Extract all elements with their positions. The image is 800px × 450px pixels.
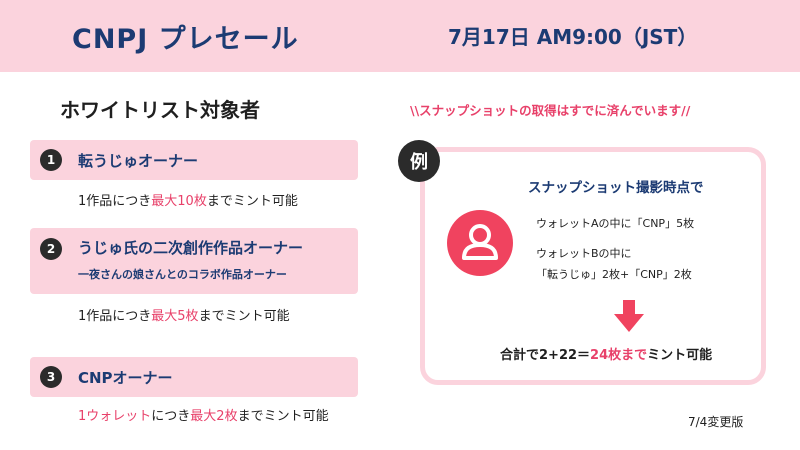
whitelist-item-1: 1 転うじゅオーナー <box>30 140 358 180</box>
desc-highlight: 最大5枚 <box>151 309 199 324</box>
item-title: うじゅ氏の二次創作作品オーナー <box>78 239 304 257</box>
snapshot-note: \\スナップショットの取得はすでに済んでいます// <box>410 103 691 118</box>
desc-highlight: 最大10枚 <box>151 194 207 209</box>
example-total: 合計で2+22＝24枚までミント可能 <box>500 344 712 363</box>
number-badge: 1 <box>40 149 62 171</box>
example-title: スナップショット撮影時点で <box>528 180 704 196</box>
desc-highlight: 1ウォレット <box>78 409 152 424</box>
arrow-down-graphic <box>614 300 644 332</box>
desc-highlight: 最大2枚 <box>190 409 238 424</box>
desc-text: までミント可能 <box>237 409 329 424</box>
total-text: ミント可能 <box>647 348 713 363</box>
page-title: CNPJ プレセール <box>72 24 299 55</box>
version-label: 7/4変更版 <box>688 415 744 429</box>
user-avatar-icon <box>447 210 513 276</box>
whitelist-item-2: 2 うじゅ氏の二次創作作品オーナー 一夜さんの娘さんとのコラボ作品オーナー <box>30 228 358 294</box>
whitelist-item-3: 3 CNPオーナー <box>30 357 358 397</box>
user-avatar-graphic <box>462 224 498 260</box>
desc-text: につき <box>151 409 191 424</box>
item-3-description: 1ウォレットにつき最大2枚までミント可能 <box>78 405 329 424</box>
item-title: CNPオーナー <box>78 369 173 387</box>
item-2-description: 1作品につき最大5枚までミント可能 <box>78 305 290 324</box>
desc-text: までミント可能 <box>206 194 298 209</box>
arrow-down-icon <box>614 300 644 336</box>
header-banner: CNPJ プレセール 7月17日 AM9:00（JST） <box>0 0 800 72</box>
example-line-2: ウォレットBの中に <box>536 247 632 260</box>
item-title: 転うじゅオーナー <box>78 152 199 170</box>
desc-text: までミント可能 <box>198 309 290 324</box>
total-text: 合計で2+22＝ <box>500 348 591 363</box>
presale-datetime: 7月17日 AM9:00（JST） <box>448 25 698 49</box>
total-highlight: 24枚まで <box>590 348 648 363</box>
number-badge: 2 <box>40 238 62 260</box>
example-badge: 例 <box>398 140 440 182</box>
item-1-description: 1作品につき最大10枚までミント可能 <box>78 190 298 209</box>
number-badge: 3 <box>40 366 62 388</box>
item-subtitle: 一夜さんの娘さんとのコラボ作品オーナー <box>78 268 287 281</box>
example-line-3: 「転うじゅ」2枚+「CNP」2枚 <box>536 268 692 281</box>
whitelist-title: ホワイトリスト対象者 <box>60 98 260 122</box>
example-line-1: ウォレットAの中に「CNP」5枚 <box>536 217 695 230</box>
desc-text: 1作品につき <box>78 194 152 209</box>
desc-text: 1作品につき <box>78 309 152 324</box>
